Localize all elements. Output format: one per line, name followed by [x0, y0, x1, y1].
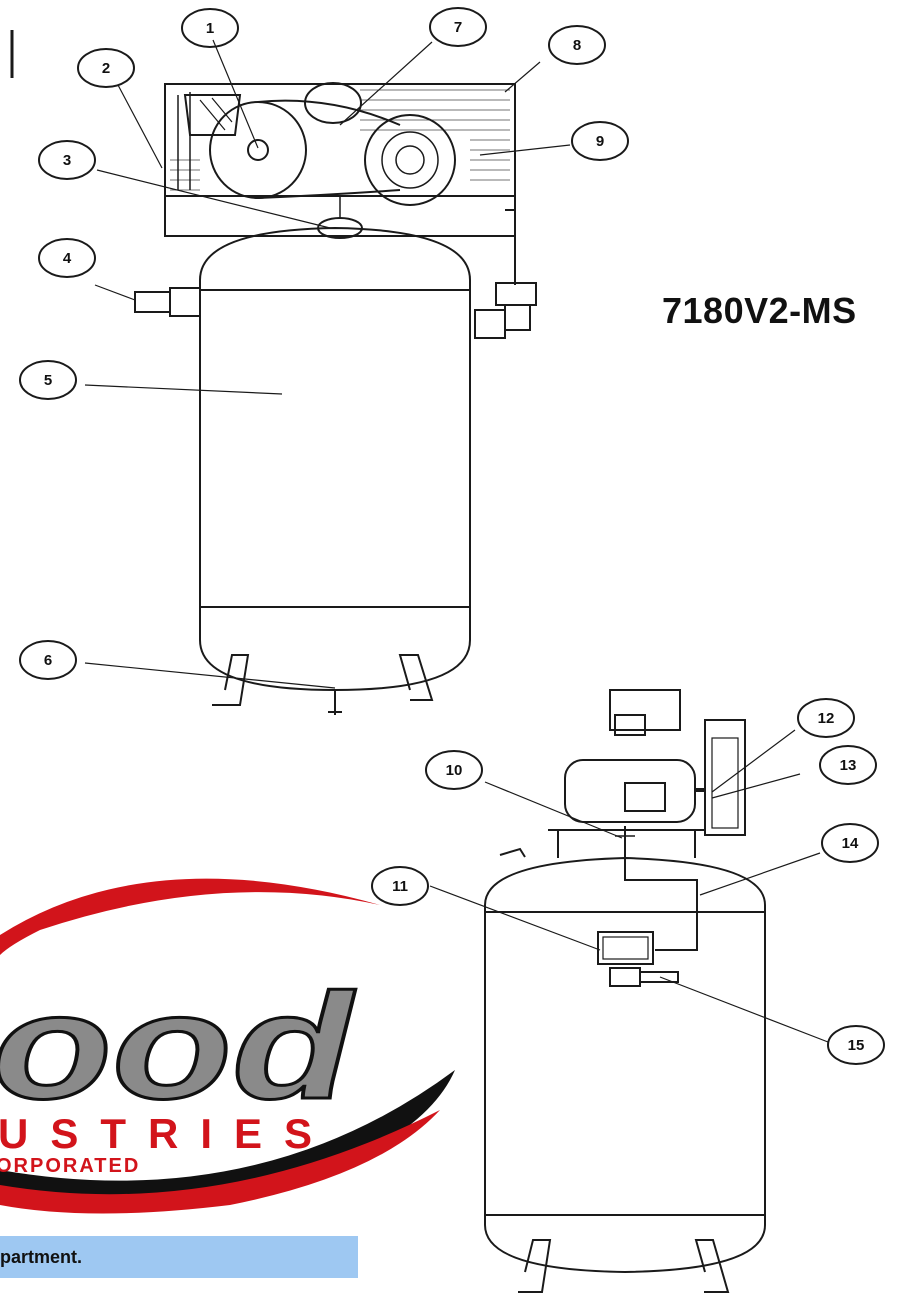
intake-tube	[177, 92, 191, 190]
belt-guard	[164, 83, 516, 197]
callout-bubbles	[19, 7, 885, 1065]
motor	[364, 114, 456, 206]
side-motor	[564, 759, 696, 823]
safety-valve	[499, 847, 526, 858]
callout-label-3: 3	[63, 152, 71, 169]
logo-line2: USTRIES	[0, 1110, 334, 1157]
pump-flywheel	[209, 101, 307, 199]
callout-13	[819, 745, 877, 785]
service-valve	[134, 291, 171, 313]
callout-label-6: 6	[44, 652, 52, 669]
logo-wordmark: ood	[0, 962, 356, 1130]
callout-6	[19, 640, 77, 680]
callout-label-8: 8	[573, 37, 581, 54]
callout-11	[371, 866, 429, 906]
tank-leg-right	[398, 654, 434, 701]
callout-label-2: 2	[102, 60, 110, 77]
callout-10	[425, 750, 483, 790]
callout-label-5: 5	[44, 372, 52, 389]
callout-label-15: 15	[848, 1037, 865, 1054]
logo-swoosh-bottom-red	[0, 1110, 440, 1214]
callout-label-7: 7	[454, 19, 462, 36]
side-platform	[548, 829, 705, 858]
callout-4	[38, 238, 96, 278]
company-logo: ood USTRIES ORPORATED	[0, 878, 455, 1214]
callout-9	[571, 121, 629, 161]
side-belt-guard	[704, 719, 746, 836]
flywheel-hub	[247, 139, 269, 161]
callout-2	[77, 48, 135, 88]
callout-label-9: 9	[596, 133, 604, 150]
callout-labels: 1 2 3 4 5 6 7 8 9 10 11 12 13 14 15	[44, 19, 865, 1054]
air-filter	[304, 82, 362, 124]
logo-swoosh-top	[0, 878, 380, 955]
callout-15	[827, 1025, 885, 1065]
callout-7	[429, 7, 487, 47]
callout-label-4: 4	[63, 250, 72, 267]
model-number: 7180V2-MS	[662, 290, 857, 331]
guard-mesh	[170, 89, 510, 191]
callout-14	[821, 823, 879, 863]
callout-label-12: 12	[818, 710, 835, 727]
side-tank	[484, 856, 766, 1274]
callout-5	[19, 360, 77, 400]
side-view	[484, 689, 766, 1293]
front-view	[134, 82, 537, 715]
tank	[199, 226, 471, 692]
tank-leg-left	[212, 654, 250, 706]
drive-belt	[257, 99, 401, 199]
unloader-tube	[505, 209, 516, 285]
callout-label-10: 10	[446, 762, 463, 779]
note-banner	[0, 1236, 358, 1278]
callout-1	[181, 8, 239, 48]
callout-label-14: 14	[842, 835, 859, 852]
callout-8	[548, 25, 606, 65]
callout-label-13: 13	[840, 757, 857, 774]
side-leg-left	[518, 1239, 552, 1293]
side-pressure-switch	[597, 931, 654, 965]
pressure-switch	[495, 282, 537, 306]
leader-lines	[84, 39, 829, 1043]
side-tube	[624, 860, 698, 951]
callout-12	[797, 698, 855, 738]
callout-3	[38, 140, 96, 180]
pump-cylinder	[183, 94, 242, 136]
callout-label-1: 1	[206, 20, 214, 37]
note-text: partment.	[0, 1247, 83, 1267]
side-leg-right	[694, 1239, 730, 1293]
logo-line3: ORPORATED	[0, 1155, 140, 1177]
side-outlet-block	[609, 967, 641, 987]
logo-swoosh-bottom	[0, 1070, 455, 1204]
callout-label-11: 11	[392, 878, 408, 895]
